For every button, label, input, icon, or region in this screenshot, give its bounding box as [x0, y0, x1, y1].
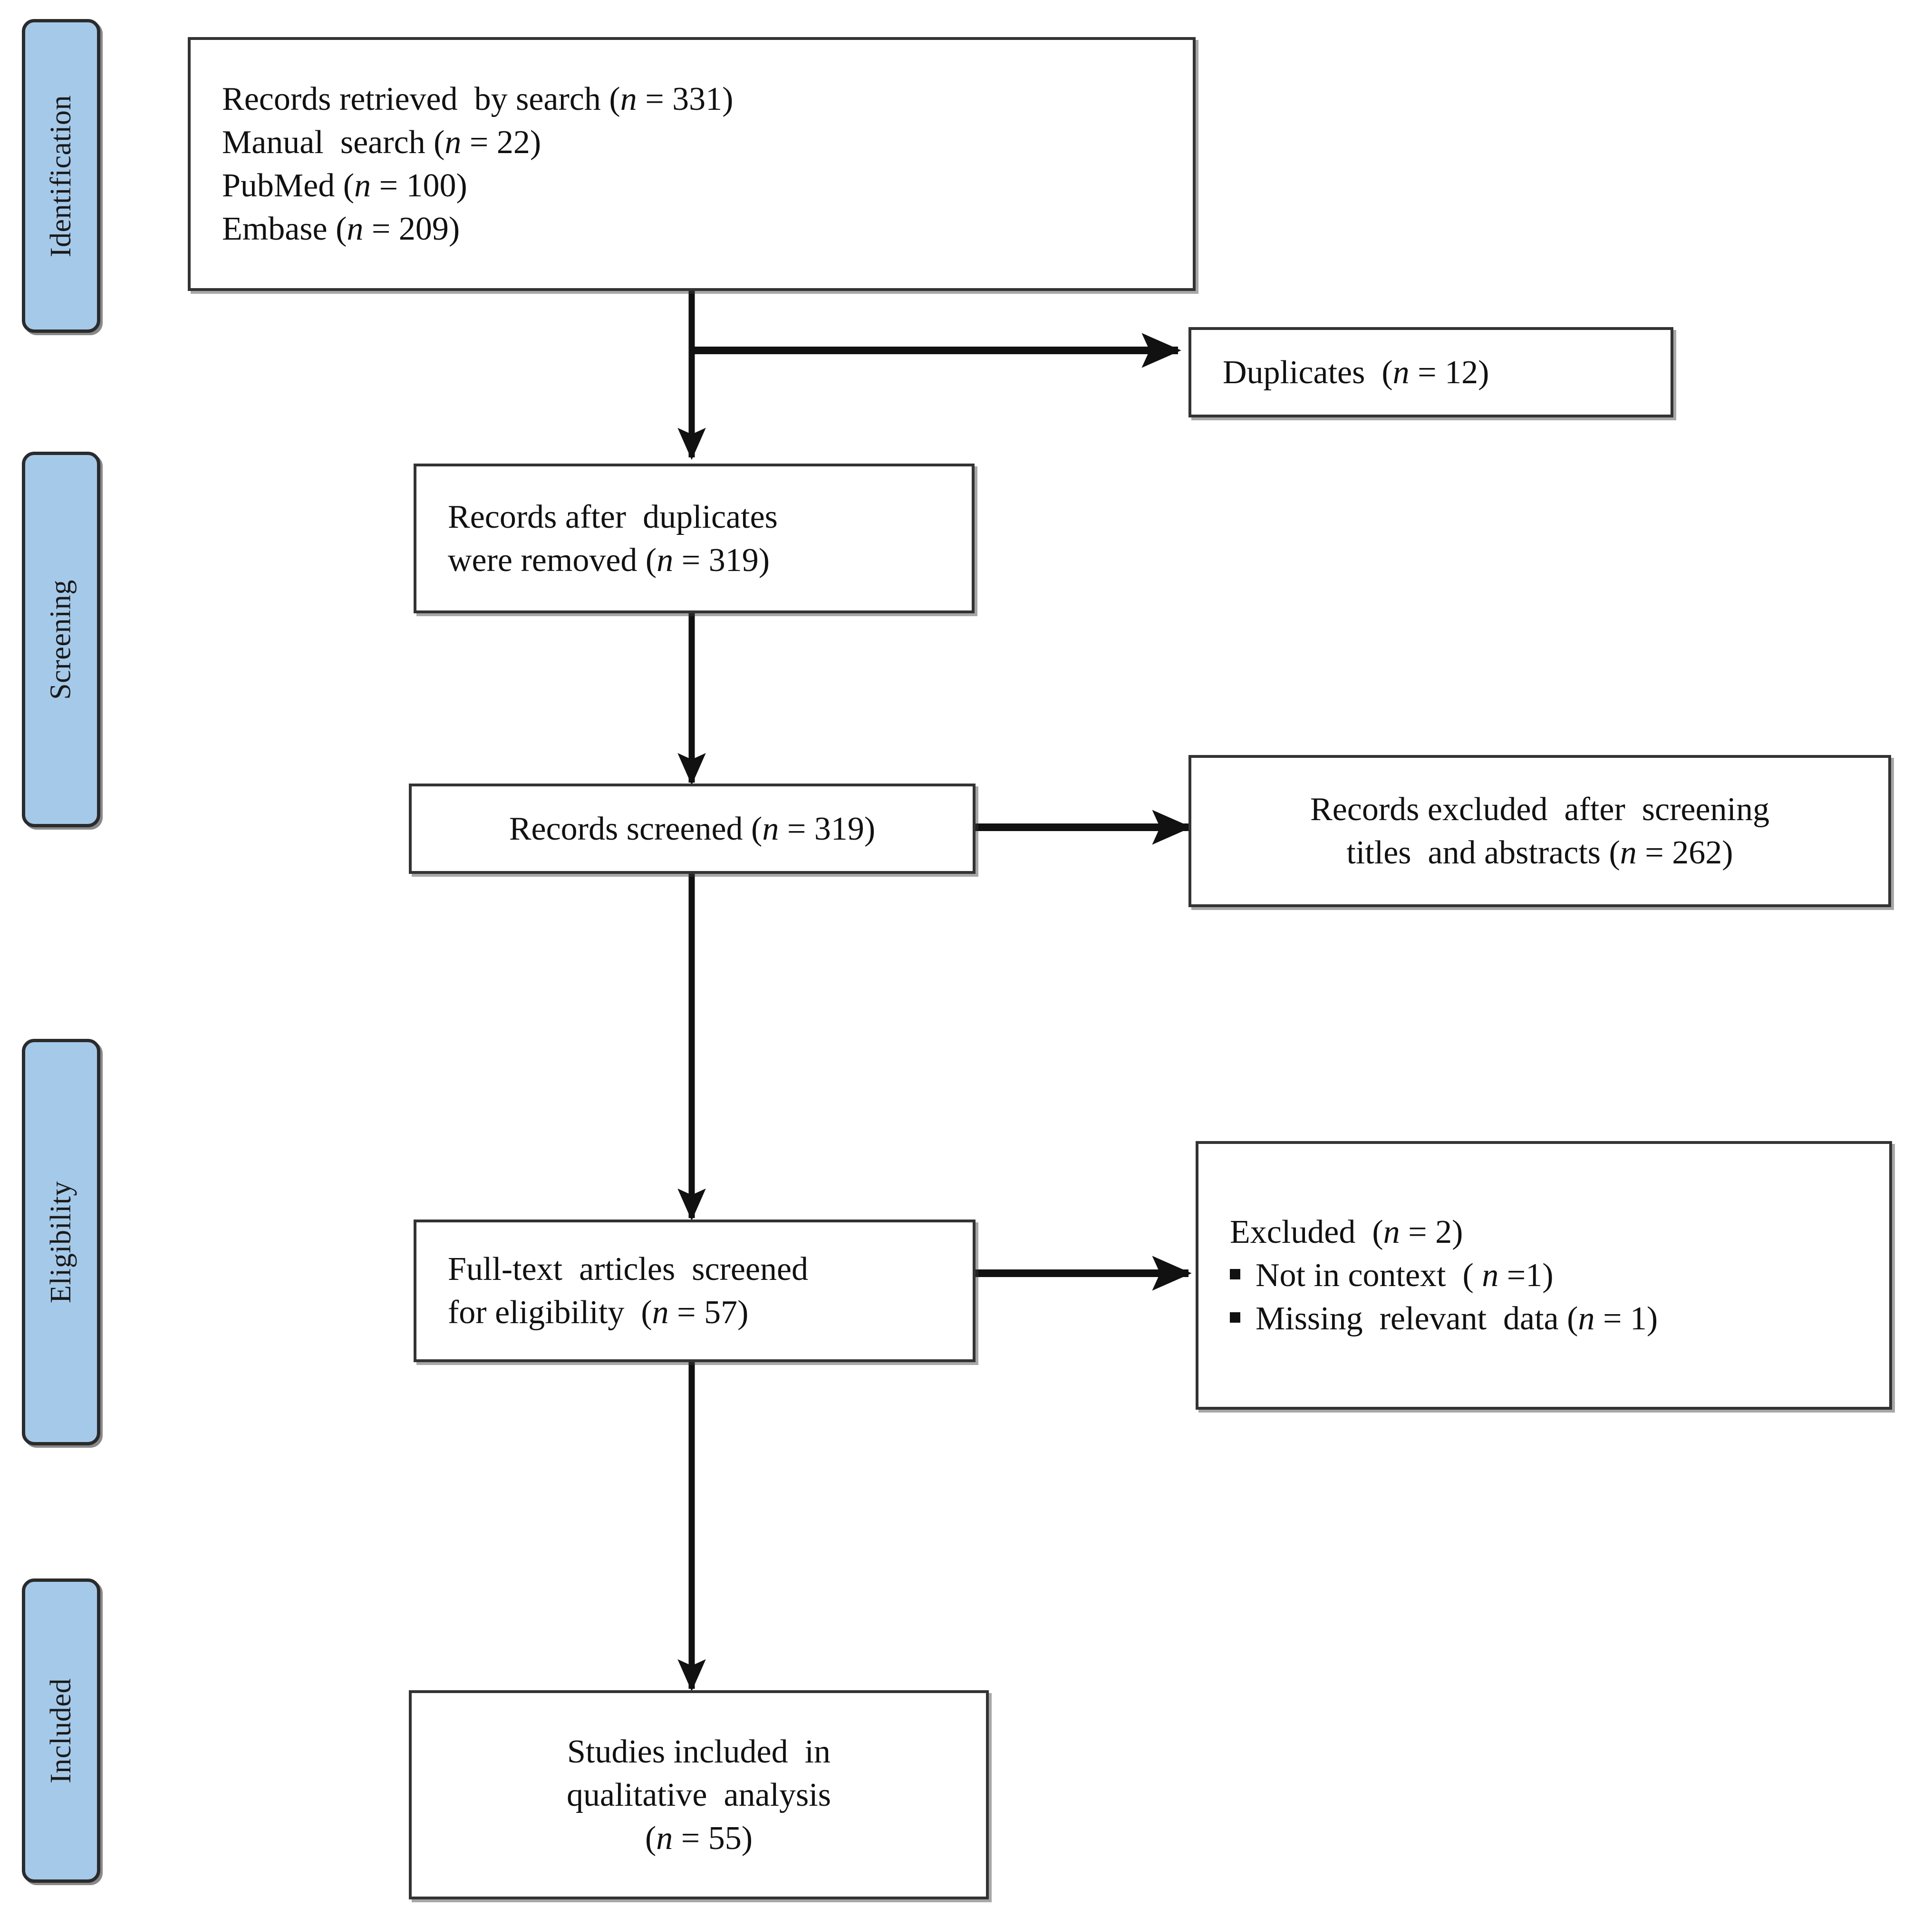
node-line: Duplicates (n = 12) [1223, 354, 1489, 391]
stage-label-included: Included [45, 1678, 77, 1783]
node-line: Records retrieved by search (n = 331) [222, 81, 734, 117]
node-records-after-duplicates: Records after duplicates were removed (n… [414, 464, 975, 613]
node-line: Studies included in [567, 1733, 831, 1770]
node-records-screened: Records screened (n = 319) [409, 784, 976, 874]
excluded-reason-item: Not in context ( n =1) [1230, 1254, 1554, 1297]
bullet-square-icon [1230, 1312, 1240, 1323]
stage-bar-screening: Screening [22, 452, 100, 827]
stage-bar-included: Included [22, 1578, 100, 1883]
stage-bar-identification: Identification [22, 19, 100, 333]
node-records-retrieved: Records retrieved by search (n = 331) Ma… [188, 37, 1196, 291]
node-line: (n = 55) [645, 1820, 753, 1857]
stage-bar-eligibility: Eligibility [22, 1039, 100, 1445]
node-line: Full-text articles screened [448, 1251, 809, 1288]
node-line-heading: Excluded (n = 2) [1230, 1214, 1463, 1250]
node-line: for eligibility (n = 57) [448, 1294, 749, 1331]
node-line: Manual search (n = 22) [222, 124, 541, 161]
node-line: qualitative analysis [567, 1776, 831, 1813]
node-line: Embase (n = 209) [222, 211, 460, 247]
node-line: Records excluded after screening [1310, 791, 1769, 828]
node-excluded-with-reasons: Excluded (n = 2) Not in context ( n =1) … [1196, 1141, 1892, 1410]
node-fulltext-articles-screened: Full-text articles screened for eligibil… [414, 1220, 976, 1362]
bullet-square-icon [1230, 1269, 1240, 1279]
excluded-reason-item: Missing relevant data (n = 1) [1230, 1297, 1658, 1340]
stage-label-eligibility: Eligibility [45, 1181, 77, 1303]
stage-label-screening: Screening [45, 579, 77, 700]
node-line: titles and abstracts (n = 262) [1346, 834, 1733, 871]
node-line: Records after duplicates [448, 498, 778, 535]
node-records-excluded: Records excluded after screening titles … [1188, 755, 1891, 907]
node-line: were removed (n = 319) [448, 542, 770, 579]
node-duplicates: Duplicates (n = 12) [1188, 327, 1673, 417]
node-line: PubMed (n = 100) [222, 167, 467, 204]
node-line: Records screened (n = 319) [509, 810, 876, 847]
stage-label-identification: Identification [45, 95, 77, 257]
node-studies-included: Studies included in qualitative analysis… [409, 1690, 989, 1899]
